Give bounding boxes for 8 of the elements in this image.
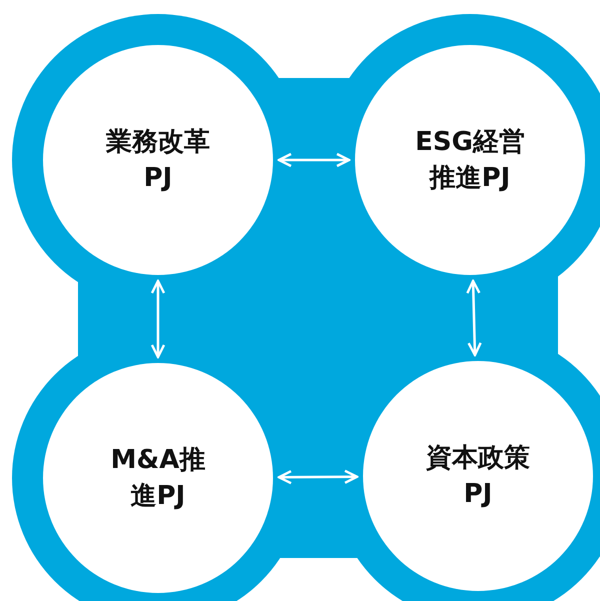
node-label: 業務改革PJ bbox=[105, 126, 211, 195]
node-label: ESG経営推進PJ bbox=[414, 126, 526, 195]
double-arrow bbox=[278, 470, 358, 484]
double-arrow bbox=[150, 280, 166, 358]
double-arrow bbox=[278, 152, 350, 168]
node-label: 資本政策PJ bbox=[425, 442, 531, 511]
node-label: M&A推進PJ bbox=[110, 444, 206, 513]
double-arrow bbox=[466, 280, 482, 356]
